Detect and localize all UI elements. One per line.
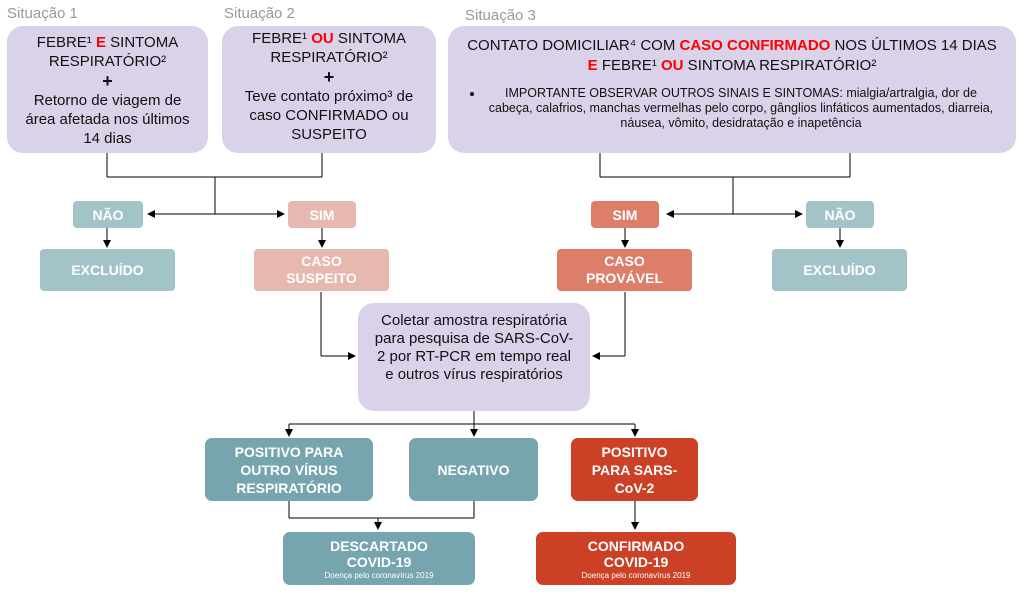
situation-3-box: CONTATO DOMICILIAR⁴ COM CASO CONFIRMADO … xyxy=(448,26,1016,153)
positive-other-virus-box: POSITIVO PARA OUTRO VÍRUS RESPIRATÓRIO xyxy=(205,438,373,501)
plus-sign: + xyxy=(323,67,335,87)
situation-3-label: Situação 3 xyxy=(465,7,536,24)
descartado-covid-box: DESCARTADO COVID-19 Doença pelo coronaví… xyxy=(283,532,475,585)
positive-sars-cov-2-box: POSITIVO PARA SARS-CoV-2 xyxy=(571,438,698,501)
situation-1-condition: Retorno de viagem de área afetada nos úl… xyxy=(25,92,190,147)
emphasis-caso-confirmado: CASO CONFIRMADO xyxy=(679,37,831,54)
situation-2-box: FEBRE¹ OU SINTOMA RESPIRATÓRIO² + Teve c… xyxy=(222,26,436,153)
plus-sign: + xyxy=(102,71,113,91)
situation-2-label: Situação 2 xyxy=(224,5,295,22)
situation-2-criteria: FEBRE¹ OU SINTOMA RESPIRATÓRIO² xyxy=(252,30,406,66)
sim-left-badge: SIM xyxy=(288,201,356,228)
collect-sample-box: Coletar amostra respiratória para pesqui… xyxy=(358,303,590,411)
sim-right-badge: SIM xyxy=(591,201,659,228)
confirmado-note: Doença pelo coronavírus 2019 xyxy=(581,570,691,580)
caso-suspeito-box: CASO SUSPEITO xyxy=(254,249,389,291)
emphasis-ou: OU xyxy=(311,30,334,47)
situation-3-bullet: IMPORTANTE OBSERVAR OUTROS SINAIS E SINT… xyxy=(484,86,998,131)
situation-2-condition: Teve contato próximo³ de caso CONFIRMADO… xyxy=(244,88,414,143)
caso-provavel-box: CASO PROVÁVEL xyxy=(557,249,692,291)
situation-1-box: FEBRE¹ E SINTOMA RESPIRATÓRIO² + Retorno… xyxy=(7,26,208,153)
situation-1-label: Situação 1 xyxy=(7,5,78,22)
descartado-label: DESCARTADO COVID-19 xyxy=(330,537,428,570)
negative-box: NEGATIVO xyxy=(409,438,538,501)
situation-3-criteria: CONTATO DOMICILIAR⁴ COM CASO CONFIRMADO … xyxy=(467,37,997,74)
nao-right-badge: NÃO xyxy=(806,201,874,228)
confirmado-label: CONFIRMADO COVID-19 xyxy=(587,537,685,570)
descartado-note: Doença pelo coronavírus 2019 xyxy=(324,570,434,580)
excluido-left-box: EXCLUÍDO xyxy=(40,249,175,291)
emphasis-e: E xyxy=(587,57,598,74)
emphasis-ou: OU xyxy=(661,57,684,74)
situation-1-criteria: FEBRE¹ E SINTOMA RESPIRATÓRIO² xyxy=(36,34,179,70)
nao-left-badge: NÃO xyxy=(73,201,143,228)
situation-3-notes: IMPORTANTE OBSERVAR OUTROS SINAIS E SINT… xyxy=(466,86,998,131)
excluido-right-box: EXCLUÍDO xyxy=(772,249,907,291)
confirmado-covid-box: CONFIRMADO COVID-19 Doença pelo coronaví… xyxy=(536,532,736,585)
emphasis-e: E xyxy=(95,34,106,51)
